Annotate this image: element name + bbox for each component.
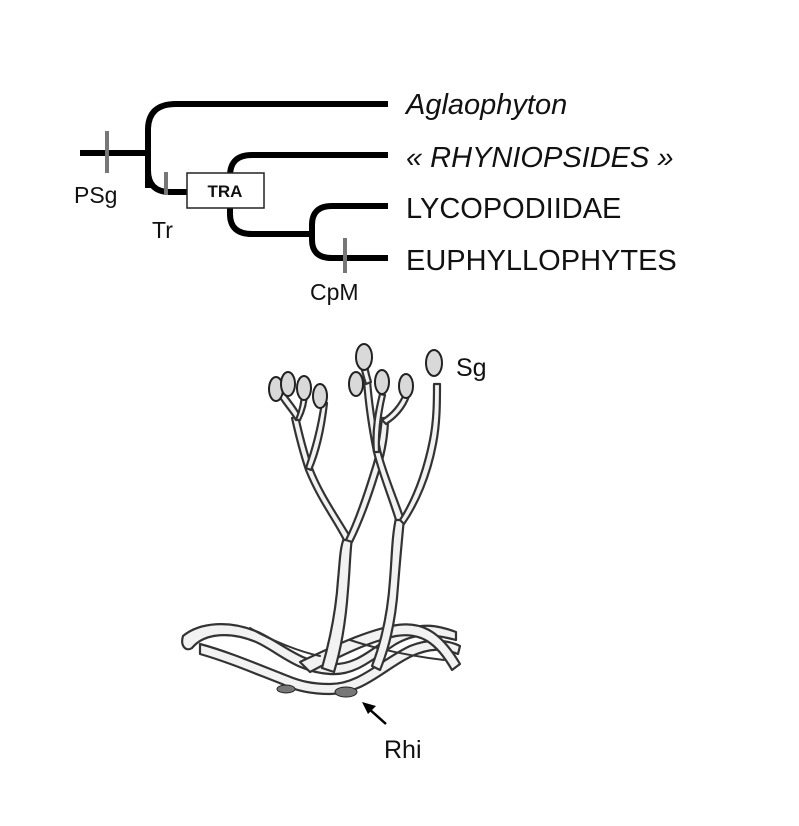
tr-label: Tr bbox=[152, 217, 173, 243]
cpm-label: CpM bbox=[310, 279, 359, 305]
rhizoid-arrow bbox=[362, 702, 386, 724]
sporangia bbox=[269, 344, 442, 408]
rhizoid-label: Rhi bbox=[384, 736, 422, 764]
branch-lycopodiidae bbox=[312, 206, 388, 240]
taxon-rhyniopsides: « RHYNIOPSIDES » bbox=[406, 142, 674, 174]
cladogram: TRA PSg Tr CpM Aglaophyton « RHYNIOPSIDE… bbox=[74, 89, 677, 305]
plant-illustration: Sg Rhi bbox=[182, 344, 486, 764]
branch-aglaophyton bbox=[148, 104, 388, 188]
taxon-lycopodiidae: LYCOPODIIDAE bbox=[406, 193, 621, 225]
tra-label: TRA bbox=[208, 182, 243, 201]
psg-label: PSg bbox=[74, 182, 117, 208]
taxon-euphyllophytes: EUPHYLLOPHYTES bbox=[406, 245, 677, 277]
rhizome bbox=[182, 624, 460, 694]
branch-euphyllophytes bbox=[312, 230, 388, 258]
sporangia-label: Sg bbox=[456, 354, 487, 382]
branch-eutracheophytes bbox=[230, 205, 312, 234]
taxon-aglaophyton: Aglaophyton bbox=[404, 89, 567, 121]
right-aerial-axis bbox=[360, 354, 440, 670]
